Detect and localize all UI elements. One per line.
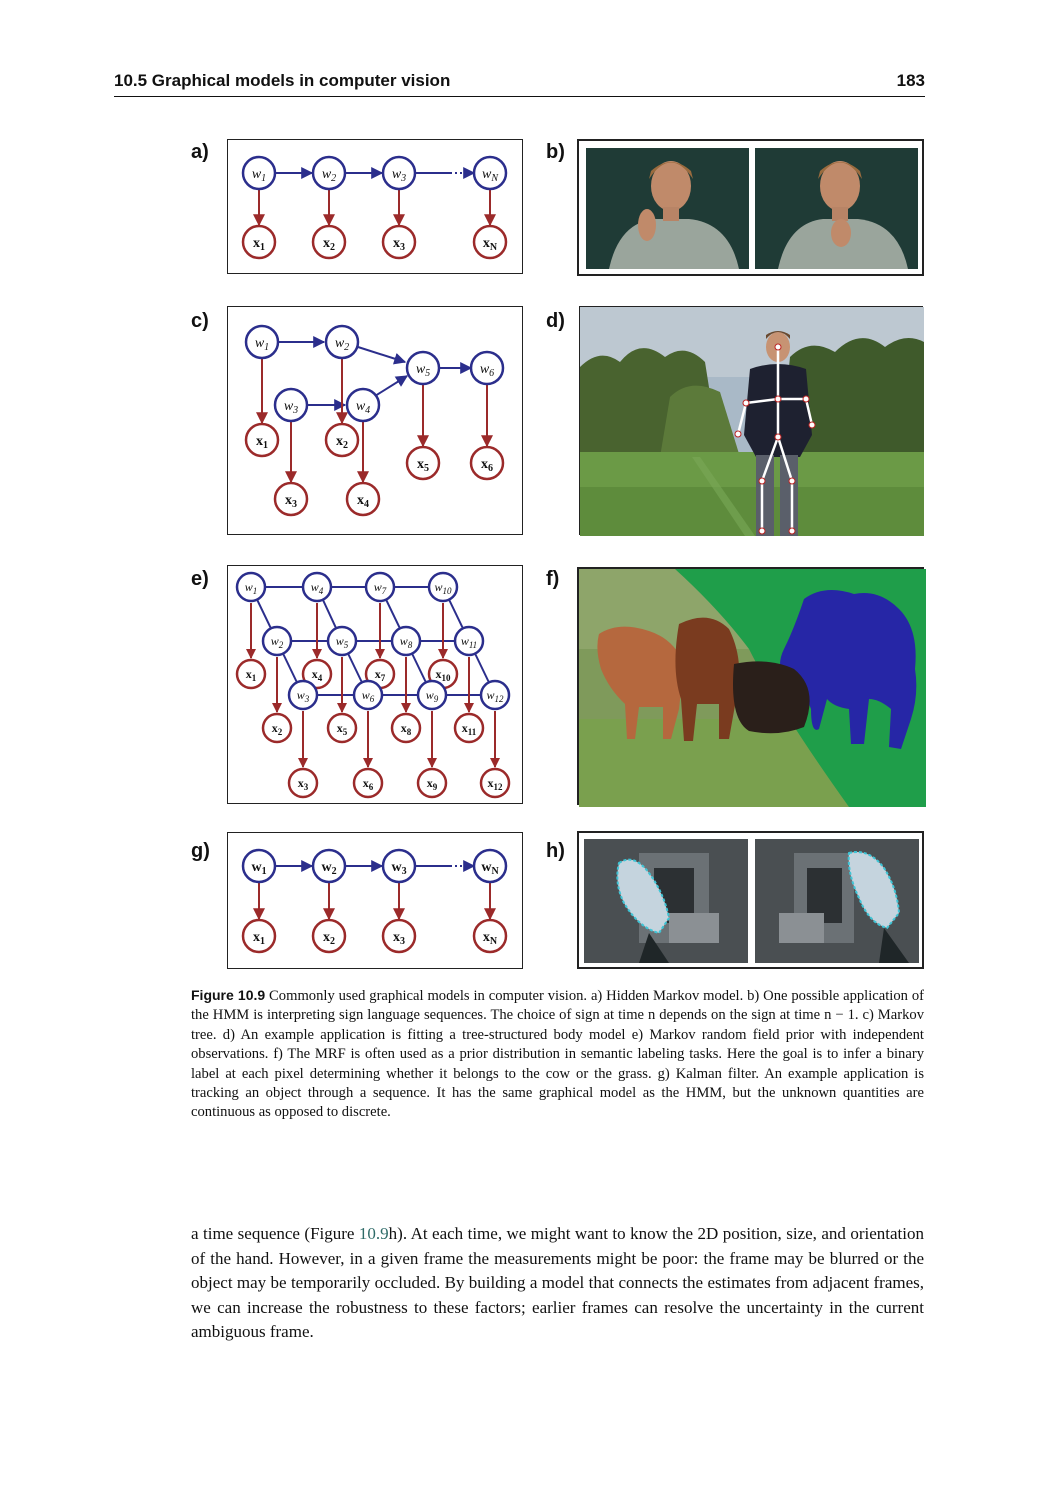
svg-text:x4: x4 — [312, 667, 323, 683]
panel-label-f: f) — [546, 568, 560, 590]
caption-text: Commonly used graphical models in comput… — [191, 988, 924, 1121]
figure-reference-link[interactable]: 10.9 — [358, 1224, 389, 1243]
svg-text:x6: x6 — [363, 776, 374, 792]
panel-label-c: c) — [191, 310, 209, 332]
body-text-start: a time sequence (Figure — [191, 1224, 359, 1243]
sign-language-frames — [577, 139, 924, 276]
figure-caption: Figure 10.9 Commonly used graphical mode… — [191, 986, 924, 1123]
running-header: 10.5 Graphical models in computer vision… — [114, 70, 925, 97]
panel-label-g: g) — [191, 840, 210, 862]
svg-text:x3: x3 — [298, 776, 309, 792]
mrf-diagram: w1 w4 w7 w10 w2 w5 w8 w11 w3 w6 w9 w12 x… — [227, 565, 523, 804]
hand-frame-1 — [584, 839, 748, 963]
page-number: 183 — [896, 71, 925, 90]
panel-label-h: h) — [546, 840, 565, 862]
kalman-filter-diagram: w1 w2 w3 wN x1 x2 x3 xN — [227, 832, 523, 969]
hand-frame-2 — [755, 839, 919, 963]
svg-text:x1: x1 — [246, 667, 257, 683]
panel-label-a: a) — [191, 141, 209, 163]
hmm-diagram: w1 w2 w3 wN x1 x2 x3 xN — [227, 139, 523, 274]
sign-frame-1 — [586, 148, 749, 269]
figure-label: Figure 10.9 — [191, 987, 266, 1003]
body-model-photo — [579, 306, 924, 536]
sign-frame-2 — [755, 148, 918, 269]
cow-segmentation-photo — [577, 567, 926, 807]
markov-tree-diagram: w1 w2 w5 w6 w3 w4 x1 x2 x5 x6 x3 x4 — [227, 306, 523, 535]
panel-label-e: e) — [191, 568, 209, 590]
body-paragraph: a time sequence (Figure 10.9h). At each … — [191, 1222, 924, 1345]
section-title: 10.5 Graphical models in computer vision — [114, 71, 451, 90]
svg-text:x8: x8 — [401, 721, 412, 737]
svg-text:x5: x5 — [337, 721, 348, 737]
svg-text:x9: x9 — [427, 776, 438, 792]
svg-text:x7: x7 — [375, 667, 386, 683]
panel-label-b: b) — [546, 141, 565, 163]
svg-text:x2: x2 — [272, 721, 283, 737]
panel-label-d: d) — [546, 310, 565, 332]
body-text-end: h). At each time, we might want to know … — [191, 1224, 925, 1342]
hand-tracking-frames — [577, 831, 924, 969]
skeleton-overlay — [736, 347, 814, 533]
